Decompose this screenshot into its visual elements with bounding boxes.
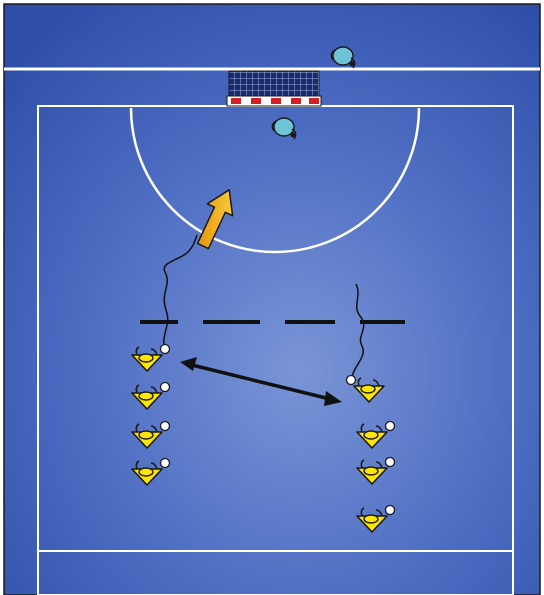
ball-icon <box>161 383 170 392</box>
handball-goal-icon <box>227 71 321 106</box>
ball-icon <box>161 422 170 431</box>
ball-icon <box>386 422 395 431</box>
ball-icon <box>386 458 395 467</box>
ball-icon <box>347 376 356 385</box>
ball-icon <box>161 345 170 354</box>
ball-icon <box>161 459 170 468</box>
ball-icon <box>386 506 395 515</box>
